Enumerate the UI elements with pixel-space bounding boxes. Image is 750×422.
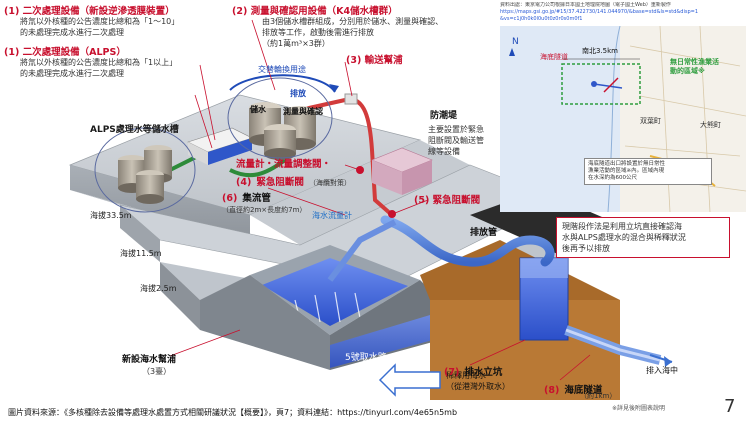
map-zone-label-2: 動的區域※ bbox=[670, 67, 705, 75]
label-dilution: 稀釋用海水 （從港灣外取水） bbox=[446, 370, 510, 392]
seawall bbox=[371, 147, 433, 195]
label-header-title: 集流管 bbox=[242, 193, 271, 204]
shaft-note-box: 現階段作法是利用立坑直接確認海 水與ALPS處理水的混合與稀釋狀況 後再予以排放 bbox=[556, 217, 730, 258]
map-distance: 南北3.5km bbox=[582, 47, 619, 55]
map-note-box: 海底隧道出口將設置於無日常性 漁業活動的區域※內。區域內現 在水深約為600公尺 bbox=[584, 158, 712, 185]
label-k4-desc-1: 由3個儲水槽群組成，分別用於儲水、測量與確認、 bbox=[262, 17, 444, 26]
page-number: 7 bbox=[724, 396, 736, 417]
label-secondary-ro-title: 二次處理設備（新設逆滲透膜裝置） bbox=[22, 6, 175, 17]
shaft-note-3: 後再予以排放 bbox=[562, 244, 610, 253]
label-header-num: (6) bbox=[222, 193, 238, 204]
label-k4-title: 測量與確認用設備（K4儲水槽群） bbox=[250, 6, 398, 17]
label-dike: 防潮堤 bbox=[430, 111, 458, 121]
map-source-1: 資料出處：東京電力公司根據日本國土地理院地圖（電子國土Web）重新製作 bbox=[500, 2, 671, 8]
label-alt-2: 海拔2.5m bbox=[140, 284, 177, 293]
label-alt-33: 海拔33.5m bbox=[90, 211, 132, 220]
rotation-arrow bbox=[229, 74, 336, 93]
shaft-note-2: 水與ALPS處理水的混合與稀釋狀況 bbox=[562, 233, 686, 242]
label-alt-11: 海拔11.5m bbox=[120, 249, 162, 258]
map-source-2: https://maps.gsi.go.jp/#15/37.422730/141… bbox=[500, 9, 699, 15]
label-dike-desc-1: 主要設置於緊急 bbox=[428, 125, 484, 134]
label-secondary-alps-title: 二次處理設備（ALPS） bbox=[22, 47, 126, 58]
label-k4-num: (2) bbox=[232, 6, 248, 17]
label-seawater-pump-desc: （3臺） bbox=[142, 367, 172, 376]
label-secondary-alps-desc: 將氚以外核種的公告濃度比總和為「1以上」 的未處理完成水進行二次處理 bbox=[20, 57, 177, 79]
label-tunnel-title: 海底隧道 bbox=[564, 385, 603, 396]
label-measure: 測量與確認 bbox=[283, 107, 323, 116]
label-flow-meter-title-a: 流量計・流量調整閥・ bbox=[236, 159, 332, 170]
map-town-1: 双葉町 bbox=[640, 117, 661, 125]
label-flow-meter: 流量計・流量調整閥・ (4) 緊急阻斷閥 （海纜對策） bbox=[236, 156, 351, 189]
shaft-note-1: 現階段作法是利用立坑直接確認海 bbox=[562, 222, 682, 231]
map-zone-label: 無日常性漁業活 動的區域※ bbox=[670, 58, 719, 76]
label-header-desc: （直徑約2m×長度約7m） bbox=[222, 206, 307, 214]
map-town-2: 大熊町 bbox=[700, 121, 721, 129]
label-emergency-valve-num: (5) bbox=[414, 195, 430, 206]
label-transfer-pump-title: 輸送幫浦 bbox=[364, 55, 403, 66]
label-outlet-pipe: 排放管 bbox=[470, 228, 498, 238]
label-tunnel-note: ※詳見後附圖表說明 bbox=[612, 405, 666, 412]
label-dilution-1: 稀釋用海水 bbox=[446, 371, 486, 380]
label-discharge: 排放 bbox=[290, 89, 306, 98]
label-secondary-ro-desc: 將氚以外核種的公告濃度比總和為「1～10」 的未處理完成水進行二次處理 bbox=[20, 16, 179, 38]
label-tunnel-num: (8) bbox=[544, 385, 560, 396]
label-header: (6) 集流管 （直徑約2m×長度約7m） bbox=[222, 186, 306, 215]
map-inset: 資料出處：東京電力公司根據日本國土地理院地圖（電子國土Web）重新製作 http… bbox=[500, 2, 746, 214]
label-dike-desc-3: 線等設備 bbox=[428, 147, 460, 156]
outlet-pipe bbox=[380, 215, 555, 267]
label-flow-meter-title-b: 緊急阻斷閥 bbox=[256, 177, 304, 188]
label-k4-desc: 由3個儲水槽群組成，分別用於儲水、測量與確認、 排放等工作，啟動後需進行排放 （… bbox=[262, 16, 443, 49]
label-emergency-valve-title: 緊急阻斷閥 bbox=[432, 195, 481, 206]
label-to-sea: 排入海中 bbox=[646, 366, 678, 375]
label-secondary-alps-desc-2: 的未處理完成水進行二次處理 bbox=[20, 69, 124, 78]
label-transfer-pump-num: (3) bbox=[346, 55, 362, 66]
map-tunnel-label: 海底隧道 bbox=[540, 53, 568, 61]
label-k4: (2) 測量與確認用設備（K4儲水槽群） bbox=[232, 3, 398, 17]
map-source: 資料出處：東京電力公司根據日本國土地理院地圖（電子國土Web）重新製作 http… bbox=[500, 2, 746, 23]
transfer-pump-box bbox=[344, 93, 358, 105]
label-k4-desc-3: （約1萬m³×3群） bbox=[262, 39, 330, 48]
alps-tank-cluster bbox=[118, 145, 172, 204]
k4-tank-cluster bbox=[249, 102, 316, 160]
dilution-arrow bbox=[378, 363, 441, 397]
label-intake: 5號取水路 bbox=[345, 353, 387, 363]
label-flow-meter-num: (4) bbox=[236, 177, 252, 188]
map-zone-label-1: 無日常性漁業活 bbox=[670, 58, 719, 66]
label-shaft-num: (7) bbox=[444, 367, 460, 378]
label-secondary-ro: (1) 二次處理設備（新設逆滲透膜裝置） bbox=[4, 3, 175, 17]
label-seawater-flow: 海水流量計 bbox=[312, 211, 352, 220]
label-k4-desc-2: 排放等工作，啟動後需進行排放 bbox=[262, 28, 374, 37]
emergency-valve-marker bbox=[388, 210, 396, 218]
label-tunnel: (8) 海底隧道 bbox=[544, 378, 602, 397]
label-secondary-alps-desc-1: 將氚以外核種的公告濃度比總和為「1以上」 bbox=[20, 58, 178, 67]
label-dilution-2: （從港灣外取水） bbox=[446, 382, 510, 391]
label-secondary-alps-num: (1) bbox=[4, 47, 20, 58]
map-note-2: 漁業活動的區域※內。區域內現 bbox=[588, 168, 665, 174]
k4-tank-outline bbox=[227, 77, 333, 159]
footer-source: 圖片資料來源：《多核種除去設備等處理水處置方式相關研議狀況【概要】》，頁7；資料… bbox=[8, 408, 458, 417]
seawater-pipe bbox=[327, 219, 397, 282]
label-dike-desc: 主要設置於緊急 阻斷閥及輸送管 線等設備 bbox=[428, 124, 484, 157]
alps-tank-outline bbox=[94, 127, 196, 213]
map-note-1: 海底隧道出口將設置於無日常性 bbox=[588, 161, 666, 167]
label-flow-meter-note: （海纜對策） bbox=[309, 179, 351, 187]
map-source-3: &vs=c1j0h0k0l0u0t0z0r0s0m0f1 bbox=[500, 16, 583, 22]
label-secondary-ro-num: (1) bbox=[4, 6, 20, 17]
label-secondary-ro-desc-2: 的未處理完成水進行二次處理 bbox=[20, 28, 124, 37]
north-icon: N bbox=[512, 37, 519, 47]
label-tunnel-desc: （約1km） bbox=[580, 392, 617, 400]
label-seawater-pump: 新設海水幫浦 bbox=[122, 355, 177, 365]
label-store: 儲水 bbox=[250, 105, 266, 114]
label-secondary-alps: (1) 二次處理設備（ALPS） bbox=[4, 44, 126, 58]
label-transfer-pump: (3) 輸送幫浦 bbox=[346, 52, 403, 66]
label-rotate: 交替輪換用途 bbox=[258, 65, 306, 74]
label-shaft-title: 排水立坑 bbox=[464, 367, 503, 378]
label-secondary-ro-desc-1: 將氚以外核種的公告濃度比總和為「1～10」 bbox=[20, 17, 180, 26]
label-emergency-valve: (5) 緊急阻斷閥 bbox=[414, 192, 480, 206]
label-shaft: (7) 排水立坑 bbox=[444, 360, 502, 379]
label-dike-desc-2: 阻斷閥及輸送管 bbox=[428, 136, 484, 145]
map-note-3: 在水深約為600公尺 bbox=[588, 175, 637, 181]
label-alps-tanks: ALPS處理水等儲水槽 bbox=[90, 125, 179, 135]
